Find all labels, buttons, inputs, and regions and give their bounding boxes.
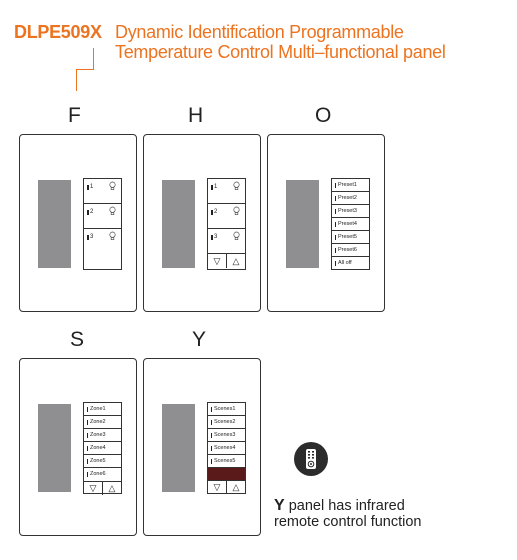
note-line-2: remote control function — [274, 514, 422, 530]
preset-button[interactable]: Preset4 — [332, 218, 369, 231]
panel-o-letter: O — [315, 104, 332, 127]
bulb-icon — [233, 231, 240, 240]
button-1[interactable]: 1 — [208, 179, 245, 204]
button-column: 1 2 3 — [83, 178, 122, 270]
zone-button[interactable]: Zone3 — [84, 429, 121, 442]
preset-button[interactable]: Preset5 — [332, 231, 369, 244]
sensor-window — [38, 180, 71, 268]
button-2[interactable]: 2 — [84, 204, 121, 229]
leader-line — [76, 69, 77, 91]
button-1[interactable]: 1 — [84, 179, 121, 204]
bulb-icon — [109, 206, 116, 215]
button-column: 1 2 3 ▽ △ — [207, 178, 246, 270]
button-column: Zone1 Zone2 Zone3 Zone4 Zone5 Zone6 ▽ △ — [83, 402, 122, 495]
panel-o: Preset1 Preset2 Preset3 Preset4 Preset5 … — [267, 134, 385, 312]
zone-button[interactable]: Zone2 — [84, 416, 121, 429]
scene-button[interactable]: Scenes3 — [208, 429, 245, 442]
remote-control-icon — [294, 442, 328, 476]
scene-button[interactable]: Scenes2 — [208, 416, 245, 429]
panel-f-letter: F — [68, 104, 81, 127]
zone-button[interactable]: Zone6 — [84, 468, 121, 481]
bulb-icon — [233, 181, 240, 190]
down-arrow-button[interactable]: ▽ — [84, 482, 103, 495]
scene-button[interactable]: Scenes5 — [208, 455, 245, 468]
sensor-window — [162, 404, 195, 492]
panel-f: 1 2 3 — [19, 134, 137, 312]
all-off-button[interactable]: All off — [332, 257, 369, 270]
sensor-window — [162, 180, 195, 268]
zone-button[interactable]: Zone5 — [84, 455, 121, 468]
preset-button[interactable]: Preset3 — [332, 205, 369, 218]
down-arrow-button[interactable]: ▽ — [208, 254, 227, 268]
arrow-buttons: ▽ △ — [84, 481, 121, 495]
up-arrow-button[interactable]: △ — [232, 482, 240, 492]
title-line-2: Temperature Control Multi–functional pan… — [115, 42, 446, 62]
zone-button[interactable]: Zone1 — [84, 403, 121, 416]
leader-line — [93, 48, 94, 70]
preset-button[interactable]: Preset1 — [332, 179, 369, 192]
bulb-icon — [233, 206, 240, 215]
infrared-note: Y panel has infrared remote control func… — [274, 497, 422, 531]
button-3[interactable]: 3 — [208, 229, 245, 254]
arrow-buttons: ▽ △ — [208, 480, 245, 494]
button-2[interactable]: 2 — [208, 204, 245, 229]
note-panel-letter: Y — [274, 497, 285, 514]
panel-y: Scenes1 Scenes2 Scenes3 Scenes4 Scenes5 … — [143, 358, 261, 536]
preset-button[interactable]: Preset2 — [332, 192, 369, 205]
scene-button[interactable]: Scenes4 — [208, 442, 245, 455]
panel-h: 1 2 3 ▽ △ — [143, 134, 261, 312]
bulb-icon — [109, 231, 116, 240]
button-3[interactable]: 3 — [84, 229, 121, 254]
down-arrow-button[interactable]: ▽ — [208, 481, 227, 494]
up-arrow-button[interactable]: △ — [108, 483, 116, 493]
bulb-icon — [109, 181, 116, 190]
model-code: DLPE509X — [14, 22, 102, 42]
scene-button[interactable]: Scenes1 — [208, 403, 245, 416]
up-arrow-button[interactable]: △ — [232, 255, 240, 266]
panel-h-letter: H — [188, 104, 204, 127]
arrow-buttons: ▽ △ — [208, 254, 245, 268]
sensor-window — [286, 180, 319, 268]
ir-receiver-window — [208, 468, 245, 480]
sensor-window — [38, 404, 71, 492]
title-line-1: Dynamic Identification Programmable — [115, 22, 404, 42]
panel-s: Zone1 Zone2 Zone3 Zone4 Zone5 Zone6 ▽ △ — [19, 358, 137, 536]
panel-s-letter: S — [70, 328, 85, 351]
zone-button[interactable]: Zone4 — [84, 442, 121, 455]
panel-y-letter: Y — [192, 328, 207, 351]
preset-button[interactable]: Preset6 — [332, 244, 369, 257]
button-column: Preset1 Preset2 Preset3 Preset4 Preset5 … — [331, 178, 370, 270]
button-column: Scenes1 Scenes2 Scenes3 Scenes4 Scenes5 … — [207, 402, 246, 494]
leader-line — [76, 69, 93, 70]
note-line-1: panel has infrared — [284, 498, 405, 514]
